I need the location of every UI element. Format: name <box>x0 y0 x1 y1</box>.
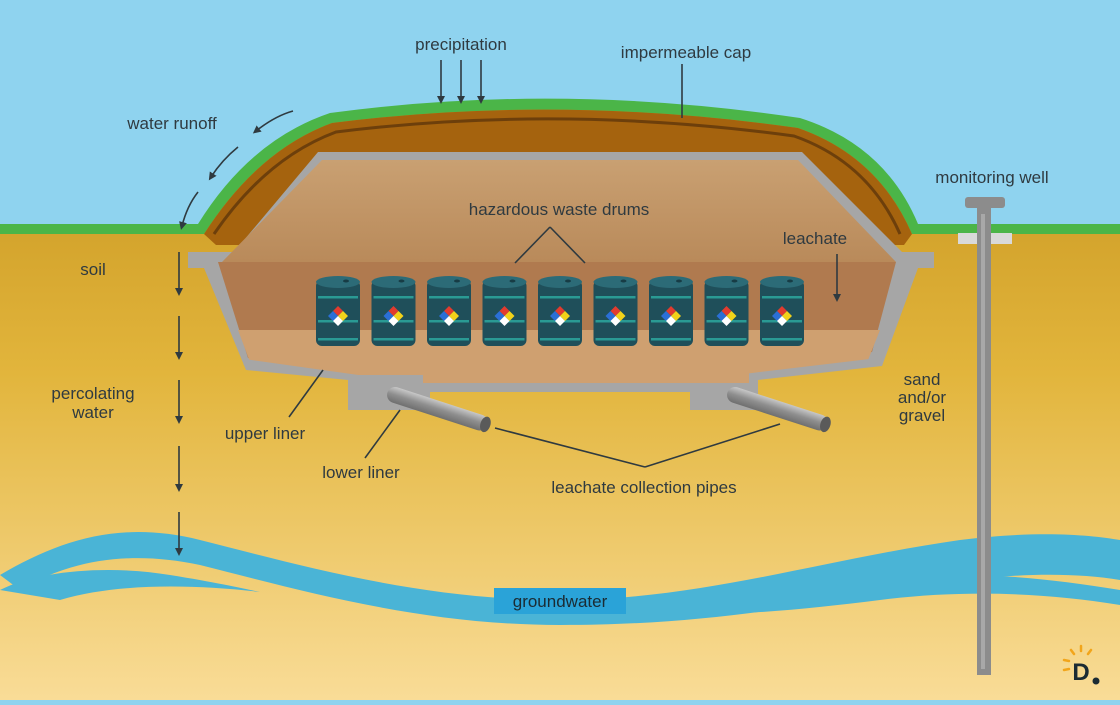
hazard-diamond-icon <box>439 306 459 326</box>
hazard-diamond-icon <box>605 306 626 326</box>
pipes-leader <box>494 423 781 468</box>
waste-drum <box>482 276 527 346</box>
label-upper-liner: upper liner <box>225 424 306 443</box>
groundwater-label-box <box>494 588 626 614</box>
hazardous-waste-drums <box>316 276 804 346</box>
label-water: water <box>71 403 114 422</box>
hazard-diamond-icon <box>550 306 570 326</box>
label-water-runoff: water runoff <box>126 114 217 133</box>
upper-liner-line <box>243 359 871 389</box>
label-hazardous-waste-drums: hazardous waste drums <box>469 200 649 219</box>
label-leachate-collection-pipes: leachate collection pipes <box>551 478 736 497</box>
logo-letter: D <box>1072 659 1089 686</box>
pipe-left <box>387 387 491 433</box>
waste-drum <box>316 276 360 346</box>
label-gravel: gravel <box>899 406 945 425</box>
label-soil: soil <box>80 260 106 279</box>
upper-liner-leader <box>288 369 324 418</box>
precipitation-arrows <box>437 60 485 104</box>
monitoring-well <box>958 197 1012 675</box>
drums-pointer <box>514 226 586 264</box>
hazard-diamond-icon <box>328 306 348 326</box>
waste-drum <box>593 276 638 346</box>
lower-liner-leader <box>364 409 401 459</box>
label-sand: sand <box>904 370 941 389</box>
groundwater-wave-right <box>650 574 1120 615</box>
hazard-diamond-icon <box>383 306 404 326</box>
waste-drum <box>760 276 804 346</box>
waste-fill-upper <box>222 160 896 262</box>
label-percolating: percolating <box>51 384 134 403</box>
pipe-right <box>727 387 831 433</box>
brand-logo: D <box>1062 644 1100 686</box>
label-monitoring-well: monitoring well <box>935 168 1048 187</box>
waste-drum <box>427 276 471 346</box>
waste-drum <box>538 276 582 346</box>
waste-drum <box>704 276 749 346</box>
label-leachate: leachate <box>783 229 847 248</box>
hazard-diamond-icon <box>661 306 681 326</box>
label-lower-liner: lower liner <box>322 463 400 482</box>
runoff-arrows <box>179 110 294 230</box>
waste-drum <box>371 276 416 346</box>
cap-dark-edge <box>212 117 902 235</box>
label-and-or: and/or <box>898 388 947 407</box>
hazard-diamond-icon <box>772 306 792 326</box>
waste-drum <box>649 276 693 346</box>
label-impermeable-cap: impermeable cap <box>621 43 751 62</box>
groundwater-wave-lower <box>0 570 260 600</box>
label-groundwater: groundwater <box>513 592 608 611</box>
hazard-diamond-icon <box>716 306 737 326</box>
hazard-diamond-icon <box>494 306 515 326</box>
label-precipitation: precipitation <box>415 35 507 54</box>
